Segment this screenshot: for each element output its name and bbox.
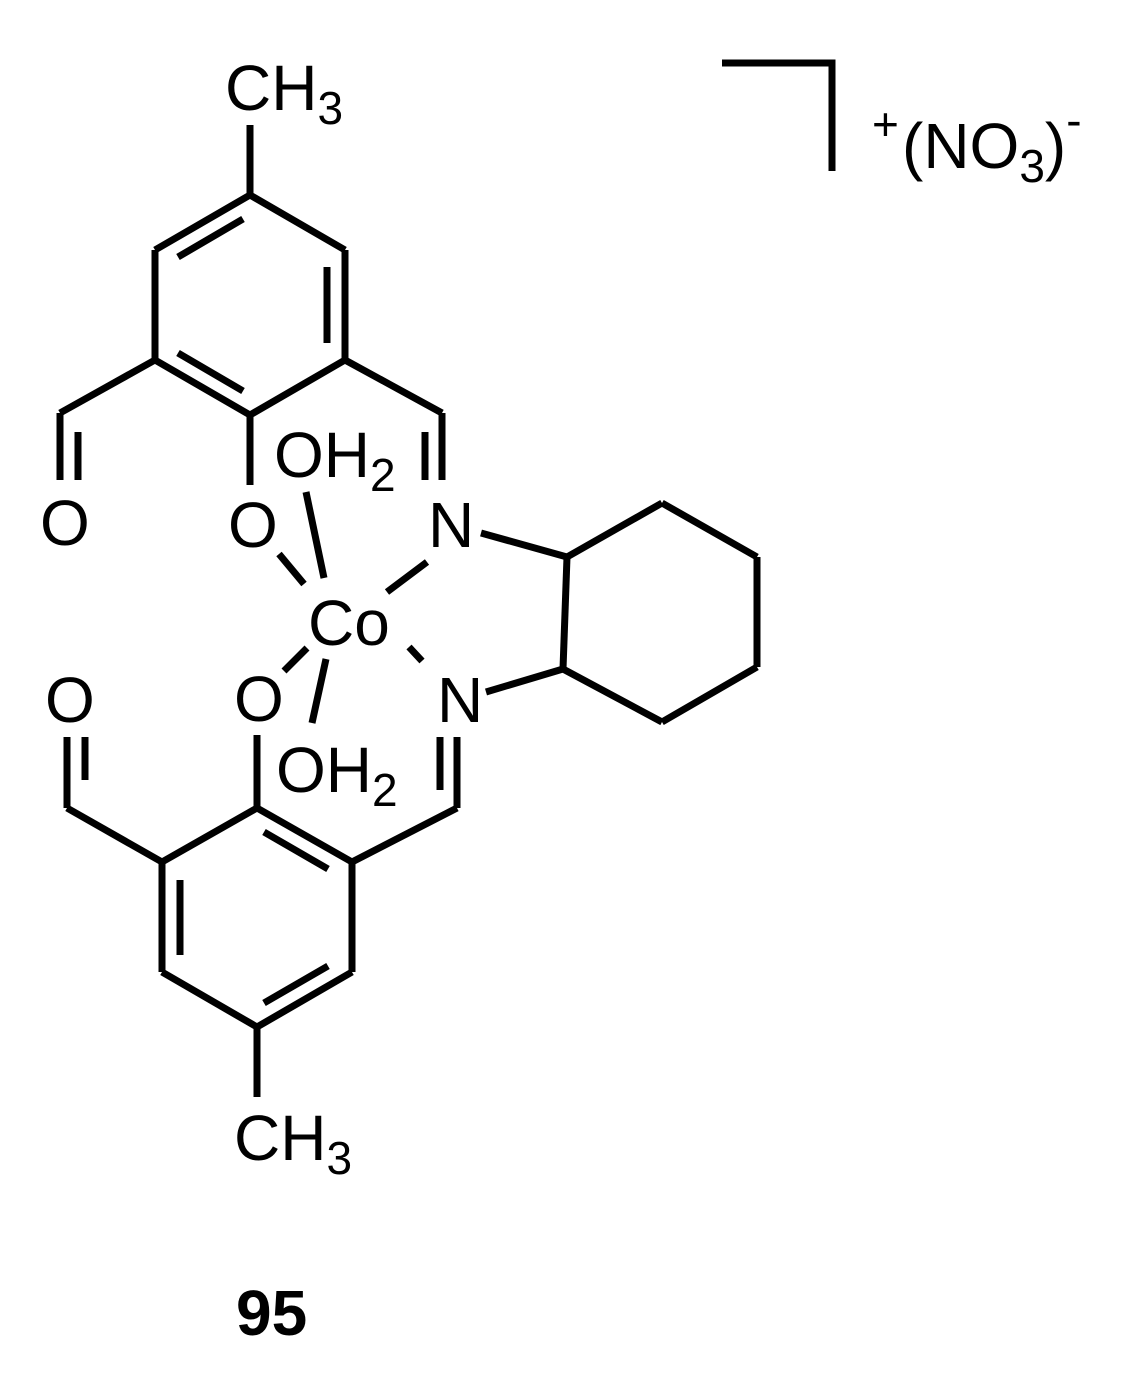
top-aldehyde xyxy=(56,356,157,480)
cobalt-center: Co xyxy=(308,587,390,659)
top-aldehyde-oxygen: O xyxy=(40,487,90,559)
nitrate-counterion: (NO3)- xyxy=(902,94,1082,192)
charge-bracket xyxy=(722,59,836,171)
bottom-water-ligand: OH2 xyxy=(276,734,398,816)
bottom-methyl-label: CH3 xyxy=(234,1102,352,1184)
bottom-aromatic-ring xyxy=(158,804,356,1031)
top-aromatic-ring xyxy=(151,191,349,419)
compound-number: 95 xyxy=(236,1277,307,1349)
top-methyl-label: CH3 xyxy=(225,52,343,134)
top-water-ligand: OH2 xyxy=(274,419,396,501)
top-imine-nitrogen: N xyxy=(428,489,474,561)
cyclohexane-ring xyxy=(559,499,761,726)
cation-charge: + xyxy=(872,98,899,150)
top-imine xyxy=(343,356,446,480)
top-phenoxide-oxygen: O xyxy=(228,489,278,561)
n-top-cyclohexane-bond xyxy=(480,529,568,561)
bottom-imine xyxy=(350,737,461,866)
bottom-imine-nitrogen: N xyxy=(437,664,483,736)
n-bottom-cyclohexane-bond xyxy=(484,665,565,696)
bottom-aldehyde-oxygen: O xyxy=(45,664,95,736)
coordination-bonds xyxy=(276,491,430,724)
bottom-aldehyde xyxy=(63,737,164,866)
bottom-phenoxide-oxygen: O xyxy=(234,663,284,735)
